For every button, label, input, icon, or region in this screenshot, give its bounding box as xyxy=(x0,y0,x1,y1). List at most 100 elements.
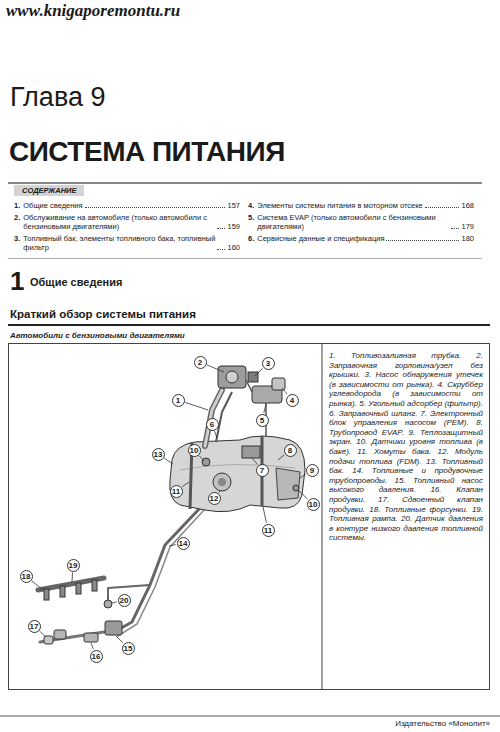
callout-number: 18 xyxy=(20,570,33,583)
callout-number: 17 xyxy=(28,620,41,633)
contents-column: 4.Элементы системы питания в моторном от… xyxy=(248,200,474,246)
contents-row: 1.Общие сведения 157 xyxy=(14,201,240,210)
page-number: 159 xyxy=(227,222,240,231)
dot-leader xyxy=(85,207,226,208)
callout-number: 10 xyxy=(188,444,201,457)
contents-column: 1.Общие сведения 157 2.Обслуживание на авт… xyxy=(14,200,240,255)
page-number: 160 xyxy=(227,243,240,252)
sensor-line xyxy=(107,588,109,600)
callout-number: 14 xyxy=(177,537,190,550)
dual-purge-valve xyxy=(44,636,53,644)
dot-leader xyxy=(425,207,460,208)
fuel-rail xyxy=(38,578,104,590)
leader-line xyxy=(91,643,93,649)
dual-purge-valve xyxy=(54,630,66,639)
leader-line xyxy=(298,490,308,499)
callout-number: 9 xyxy=(306,464,319,477)
filler-pipe-core xyxy=(205,390,222,446)
callout-number: 15 xyxy=(122,642,135,655)
leader-line xyxy=(278,455,284,460)
leader-line xyxy=(185,402,208,410)
contents-number: 4. xyxy=(248,201,254,210)
leader-line xyxy=(72,572,74,582)
injector xyxy=(92,580,97,591)
callout-number: 1 xyxy=(172,394,185,407)
figure-key: 1. Топливозаливная трубка. 2. Заправочна… xyxy=(329,351,483,543)
leader-line xyxy=(215,431,217,438)
publisher-footer: Издательство «Монолит» xyxy=(395,719,490,728)
contents-entry: Сервисные данные и спецификация xyxy=(257,234,384,243)
leader-line xyxy=(282,388,287,394)
contents-row: 6.Сервисные данные и спецификация180 xyxy=(248,234,474,243)
leader-line xyxy=(300,474,306,478)
callout-number: 7 xyxy=(256,464,269,477)
filler-pipe xyxy=(205,390,222,446)
callout-number: 10 xyxy=(307,498,320,511)
section-number: 1 xyxy=(10,266,24,297)
injector xyxy=(60,586,65,597)
evap-hose xyxy=(246,380,266,436)
leader-line xyxy=(112,602,117,603)
dot-leader xyxy=(451,228,459,229)
injector xyxy=(76,583,81,594)
section-heading: Общие сведения xyxy=(30,276,122,288)
callout-number: 3 xyxy=(262,357,275,370)
fuel-delivery-module xyxy=(213,473,231,491)
page-number: 157 xyxy=(227,201,240,210)
callout-number: 11 xyxy=(170,485,183,498)
contents-box: СОДЕРЖАНИЕ1.Общие сведения1572.Обслужива… xyxy=(8,182,482,259)
filler-neck xyxy=(218,366,246,388)
contents-row: 3.Топливный бак, элементы топливного бак… xyxy=(14,234,240,252)
figure-frame: 1. Топливозаливная трубка. 2. Заправочна… xyxy=(8,343,490,690)
callout-number: 4 xyxy=(286,394,299,407)
contents-entry: Топливный бак, элементы топливного бака,… xyxy=(23,234,215,252)
leader-line xyxy=(255,368,263,376)
leader-line xyxy=(219,491,220,492)
callout-number: 12 xyxy=(208,492,221,505)
leader-line xyxy=(252,458,257,464)
contents-number: 1. xyxy=(14,201,20,210)
leader-line xyxy=(32,581,43,590)
chapter-number: Глава 9 xyxy=(10,82,105,113)
contents-entry: Система EVAP (только автомобили с бензин… xyxy=(257,213,449,231)
watermark: www.knigaporemontu.ru xyxy=(6,1,180,21)
figure-subtitle: Автомобили с бензиновыми двигателями xyxy=(10,331,185,340)
contents-row: 4.Элементы системы питания в моторном от… xyxy=(248,201,474,210)
page-number: 168 xyxy=(461,201,474,210)
leader-line xyxy=(182,482,189,487)
leader-line xyxy=(263,507,266,523)
callout-number: 11 xyxy=(262,524,275,537)
page-number: 180 xyxy=(461,234,474,243)
chapter-title: СИСТЕМА ПИТАНИЯ xyxy=(9,136,285,168)
contents-number: 2. xyxy=(14,213,20,222)
leader-line xyxy=(169,545,176,546)
contents-entry: Обслуживание на автомобиле (только автом… xyxy=(23,213,215,231)
contents-entry: Общие сведения xyxy=(23,201,82,210)
contents-row: 5.Система EVAP (только автомобили с бенз… xyxy=(248,213,474,231)
leader-line xyxy=(199,456,204,461)
callout-number: 20 xyxy=(118,594,131,607)
subsection-heading: Краткий обзор системы питания xyxy=(10,308,196,320)
callout-number: 16 xyxy=(90,650,103,663)
dot-leader xyxy=(386,240,459,241)
filler-opening xyxy=(226,371,238,383)
callout-number: 13 xyxy=(152,448,165,461)
leader-line xyxy=(116,636,123,643)
leader-line xyxy=(264,404,266,413)
dot-leader xyxy=(217,228,225,229)
pressure-sensor xyxy=(104,600,112,608)
leader-line xyxy=(207,365,224,372)
contents-entry: Элементы системы питания в моторном отсе… xyxy=(257,201,422,210)
purge-valve xyxy=(84,633,98,642)
module-cap xyxy=(218,478,226,486)
hydrocarbon-scrubber xyxy=(272,378,285,390)
leader-line xyxy=(164,458,173,464)
page-number: 179 xyxy=(461,222,474,231)
callout-number: 5 xyxy=(256,414,269,427)
frame-divider xyxy=(322,344,323,689)
callout-number: 2 xyxy=(194,356,207,369)
leak-detection-pump xyxy=(248,372,258,382)
section-rule xyxy=(8,324,490,326)
level-sensor xyxy=(202,458,210,466)
